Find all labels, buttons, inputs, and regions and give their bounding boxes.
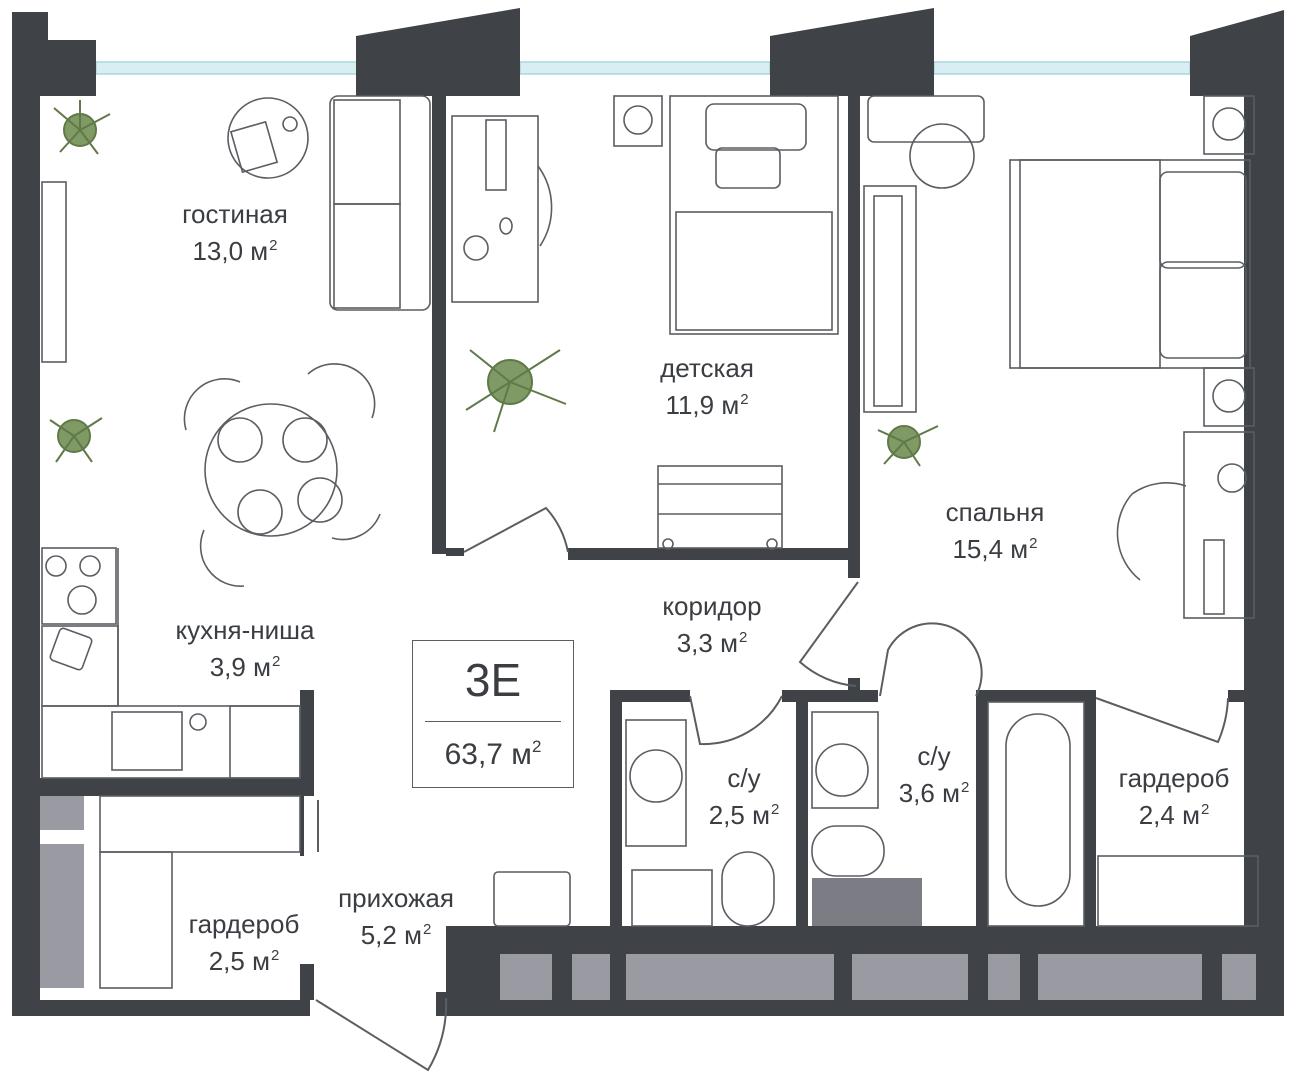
room-area: 2,5 м2 — [208, 946, 280, 976]
plant-kids — [465, 349, 567, 433]
room-label-bath-1: с/у 2,5 м2 — [694, 762, 794, 831]
room-area: 11,9 м2 — [665, 390, 749, 420]
apartment-code: 3E — [464, 654, 522, 706]
windows — [95, 61, 1191, 75]
room-area: 3,9 м2 — [209, 652, 281, 682]
room-area: 15,4 м2 — [952, 534, 1038, 564]
room-name: кухня-ниша — [175, 615, 315, 645]
room-name: прихожая — [338, 883, 454, 913]
room-label-living: гостиная 13,0 м2 — [150, 198, 320, 267]
room-name: коридор — [662, 591, 762, 621]
doors — [315, 506, 1229, 1072]
room-name: спальня — [945, 497, 1045, 527]
room-area: 3,6 м2 — [898, 778, 970, 808]
room-label-bedroom: спальня 15,4 м2 — [910, 496, 1080, 565]
room-area: 13,0 м2 — [192, 236, 278, 266]
room-area: 2,4 м2 — [1138, 800, 1210, 830]
room-area: 5,2 м2 — [360, 920, 432, 950]
room-area: 2,5 м2 — [708, 800, 780, 830]
room-label-wardrobe-left: гардероб 2,5 м2 — [168, 908, 320, 977]
apartment-badge: 3E 63,7 м2 — [412, 640, 574, 788]
room-name: детская — [660, 353, 754, 383]
room-name: с/у — [917, 741, 951, 771]
interior-walls — [40, 96, 1256, 1000]
room-label-hall: прихожая 5,2 м2 — [316, 882, 476, 951]
furniture — [41, 95, 1259, 989]
room-name: гардероб — [1118, 763, 1230, 793]
room-name: гардероб — [188, 909, 300, 939]
apartment-total-area: 63,7 м2 — [444, 737, 542, 771]
room-name: гостиная — [182, 199, 288, 229]
room-label-wardrobe-right: гардероб 2,4 м2 — [1094, 762, 1254, 831]
room-label-kitchen: кухня-ниша 3,9 м2 — [150, 614, 340, 683]
plant-living-top — [53, 100, 111, 155]
plant-living-mid — [49, 417, 103, 463]
room-name: с/у — [727, 763, 761, 793]
room-label-bath-2: с/у 3,6 м2 — [884, 740, 984, 809]
room-label-kids: детская 11,9 м2 — [622, 352, 792, 421]
plants — [49, 100, 939, 467]
badge-divider — [425, 721, 561, 722]
room-area: 3,3 м2 — [676, 628, 748, 658]
facade-panels — [40, 796, 1256, 1000]
plant-bedroom — [877, 425, 939, 467]
room-label-corridor: коридор 3,3 м2 — [632, 590, 792, 659]
